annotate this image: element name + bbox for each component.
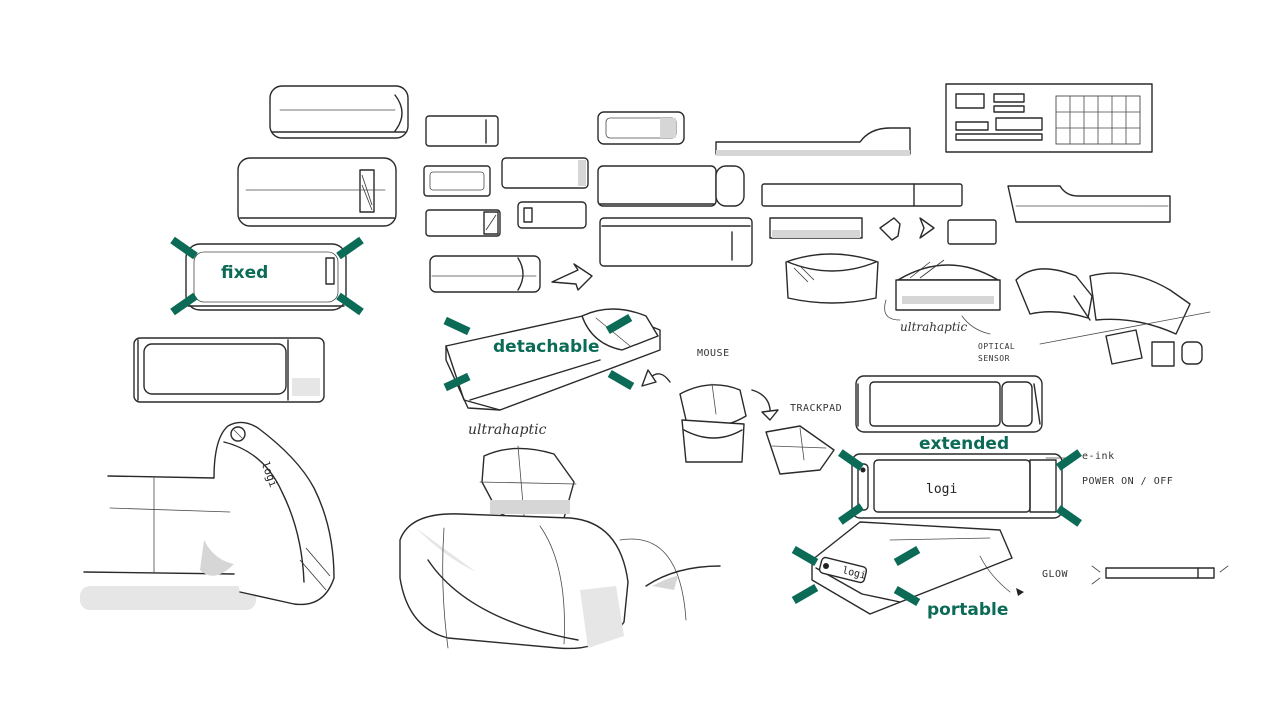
note-ultrahaptic-dome: ultrahaptic: [900, 320, 968, 334]
sketch-extended-logi: [851, 453, 1063, 519]
sketch-long-bars: [715, 127, 1171, 245]
sketch-large-device: [399, 513, 721, 650]
portable-corner-tags: [791, 546, 921, 606]
sketch-bar-4: [133, 337, 325, 403]
logo-extended: logi: [926, 482, 958, 497]
label-extended: extended: [919, 434, 1010, 454]
note-power: POWER ON / OFF: [1082, 476, 1174, 487]
sketch-glow-bar: [1091, 565, 1229, 585]
sketch-detachable-keyboard: [445, 308, 671, 411]
fixed-corner-tags: [170, 236, 364, 316]
sketch-bar-2: [237, 157, 397, 227]
sketch-bar-fixed: [185, 243, 347, 311]
label-portable: portable: [927, 600, 1009, 620]
sketch-extended: [855, 375, 1043, 433]
sketch-middle-boxes: [597, 111, 753, 267]
sketch-bar-1: [269, 85, 409, 139]
note-e-ink: e-ink: [1082, 451, 1115, 462]
detachable-corner-tags: [443, 314, 635, 392]
note-ultrahaptic-center: ultrahaptic: [468, 422, 547, 438]
note-leader-ultrahaptic: [884, 299, 901, 321]
sketch-ultrahaptic-device: [479, 445, 577, 523]
sketch-mouse-trackpad: [679, 383, 835, 475]
note-sensor: SENSOR: [978, 354, 1010, 363]
sketch-small-boxes: [423, 115, 593, 293]
label-fixed: fixed: [221, 263, 269, 283]
note-optical: OPTICAL: [978, 342, 1016, 351]
note-mouse: MOUSE: [697, 348, 730, 359]
extended-corner-tags: [838, 449, 1082, 527]
sketch-dome-devices: [785, 253, 1211, 367]
sketch-ui-panel: [945, 83, 1153, 153]
note-trackpad: TRACKPAD: [790, 403, 843, 414]
note-leader-optical: [961, 315, 991, 335]
note-glow: GLOW: [1042, 569, 1069, 580]
sketch-portable: [811, 521, 1024, 615]
label-detachable: detachable: [493, 337, 600, 357]
sketch-ergonomic-keyboard: [80, 421, 335, 610]
